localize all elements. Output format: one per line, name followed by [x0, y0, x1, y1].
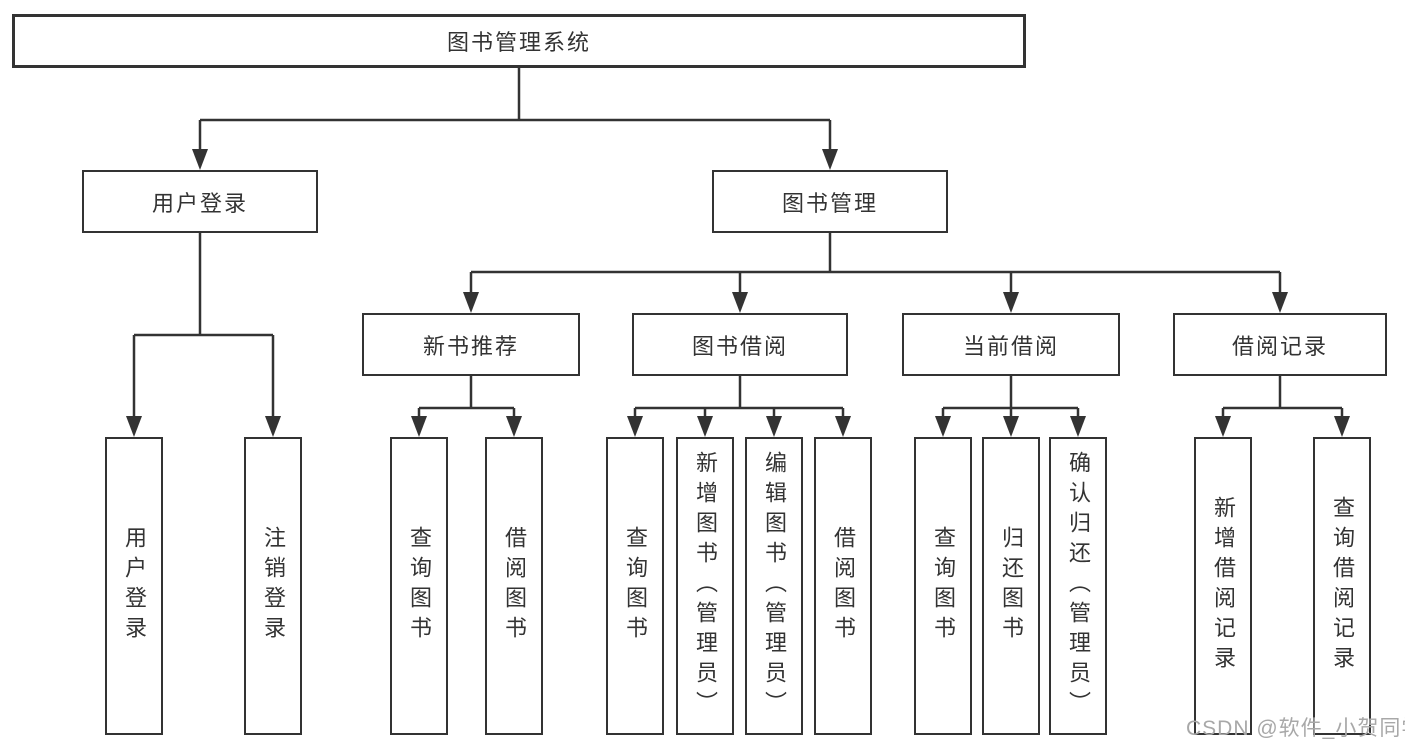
leaf-borrowing-query-books: 查询图书 — [606, 437, 664, 735]
csdn-watermark: CSDN @软件_小贺同学 — [1186, 717, 1405, 740]
leaf-current-confirm-return-admin: 确认归还（管理员） — [1049, 437, 1107, 735]
leaf-logout-label: 注销登录 — [261, 526, 286, 646]
arrowhead-down-icon — [935, 416, 951, 437]
leaf-current-query-books: 查询图书 — [914, 437, 972, 735]
node-book-borrowing: 图书借阅 — [632, 313, 848, 376]
arrowhead-down-icon — [697, 416, 713, 437]
leaf-borrowing-edit-books-admin-label: 编辑图书（管理员） — [762, 451, 787, 721]
node-current-borrowing: 当前借阅 — [902, 313, 1120, 376]
leaf-borrowing-borrow-books: 借阅图书 — [814, 437, 872, 735]
node-user-login: 用户登录 — [82, 170, 318, 233]
arrowhead-down-icon — [1003, 292, 1019, 313]
arrowhead-down-icon — [835, 416, 851, 437]
arrowhead-down-icon — [627, 416, 643, 437]
leaf-borrowing-edit-books-admin: 编辑图书（管理员） — [745, 437, 803, 735]
arrowhead-down-icon — [766, 416, 782, 437]
arrowhead-down-icon — [265, 416, 281, 437]
leaf-recommend-borrow-books: 借阅图书 — [485, 437, 543, 735]
arrowhead-down-icon — [1070, 416, 1086, 437]
arrowhead-down-icon — [506, 416, 522, 437]
leaf-user-login: 用户登录 — [105, 437, 163, 735]
leaf-current-return-books: 归还图书 — [982, 437, 1040, 735]
leaf-borrowing-query-books-label: 查询图书 — [623, 526, 648, 646]
node-new-book-recommendation: 新书推荐 — [362, 313, 580, 376]
leaf-records-add-borrow-record: 新增借阅记录 — [1194, 437, 1252, 735]
arrowhead-down-icon — [463, 292, 479, 313]
leaf-user-login-label: 用户登录 — [122, 526, 147, 646]
leaf-borrowing-add-books-admin-label: 新增图书（管理员） — [693, 451, 718, 721]
leaf-records-query-borrow-record-label: 查询借阅记录 — [1330, 496, 1355, 676]
arrowhead-down-icon — [822, 149, 838, 170]
arrowhead-down-icon — [1215, 416, 1231, 437]
arrowhead-down-icon — [192, 149, 208, 170]
arrowhead-down-icon — [1003, 416, 1019, 437]
node-library-management-system: 图书管理系统 — [12, 14, 1026, 68]
node-book-management: 图书管理 — [712, 170, 948, 233]
arrowhead-down-icon — [126, 416, 142, 437]
leaf-records-add-borrow-record-label: 新增借阅记录 — [1211, 496, 1236, 676]
leaf-borrowing-borrow-books-label: 借阅图书 — [831, 526, 856, 646]
arrowhead-down-icon — [1272, 292, 1288, 313]
node-borrowing-records: 借阅记录 — [1173, 313, 1387, 376]
leaf-borrowing-add-books-admin: 新增图书（管理员） — [676, 437, 734, 735]
leaf-recommend-query-books: 查询图书 — [390, 437, 448, 735]
leaf-current-return-books-label: 归还图书 — [999, 526, 1024, 646]
leaf-recommend-query-books-label: 查询图书 — [407, 526, 432, 646]
leaf-current-query-books-label: 查询图书 — [931, 526, 956, 646]
leaf-records-query-borrow-record: 查询借阅记录 — [1313, 437, 1371, 735]
arrowhead-down-icon — [411, 416, 427, 437]
arrowhead-down-icon — [732, 292, 748, 313]
arrowhead-down-icon — [1334, 416, 1350, 437]
leaf-logout: 注销登录 — [244, 437, 302, 735]
leaf-recommend-borrow-books-label: 借阅图书 — [502, 526, 527, 646]
leaf-current-confirm-return-admin-label: 确认归还（管理员） — [1066, 451, 1091, 721]
